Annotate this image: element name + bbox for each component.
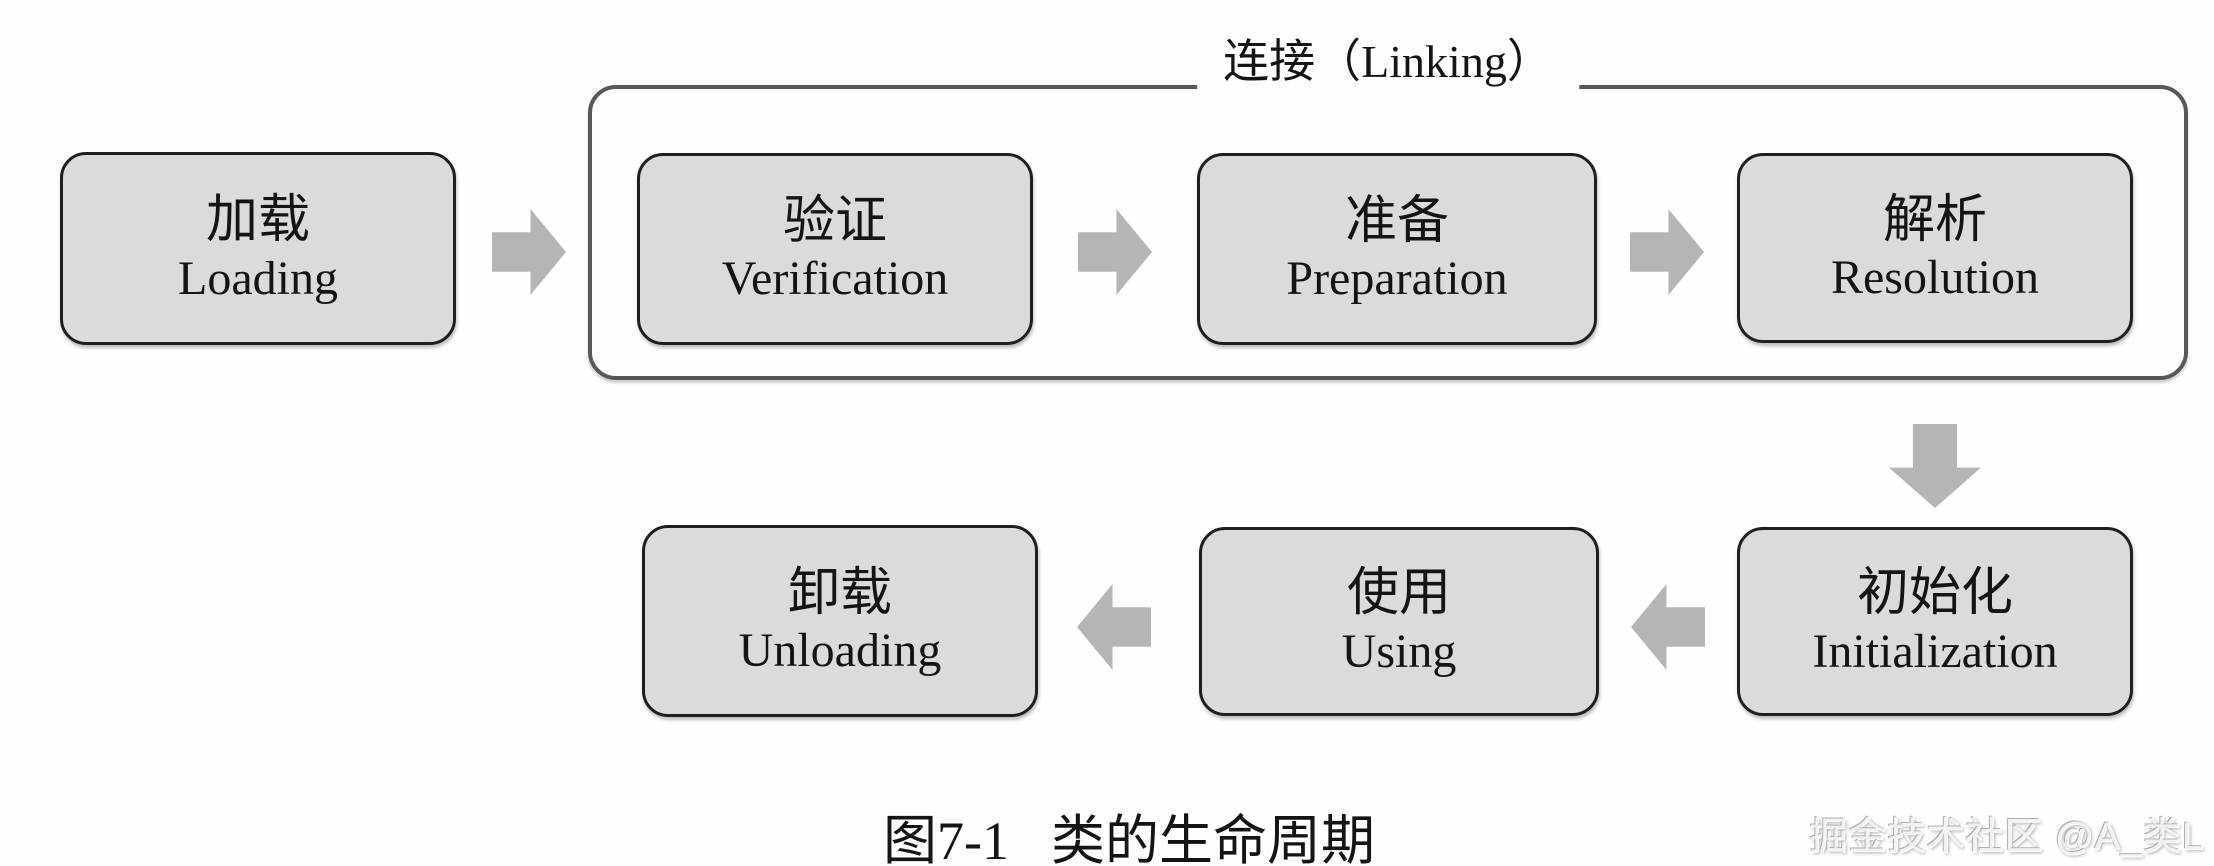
arrow-down-icon [1889, 424, 1981, 508]
stage-verification-label-en: Verification [721, 252, 949, 306]
stage-unloading-label-en: Unloading [738, 624, 942, 678]
stage-initialization-label-zh: 初始化 [1856, 565, 2013, 622]
linking-group: 连接（Linking） [588, 33, 2188, 380]
stage-verification: 验证 Verification [637, 153, 1033, 345]
arrow-right-icon [492, 209, 566, 295]
stage-resolution: 解析 Resolution [1737, 153, 2133, 343]
figure-caption: 图7-1 类的生命周期 [779, 796, 1479, 866]
stage-loading-label-zh: 加载 [205, 192, 310, 249]
stage-unloading: 卸载 Unloading [642, 525, 1038, 717]
stage-unloading-label-zh: 卸载 [787, 564, 892, 622]
stage-using: 使用 Using [1199, 527, 1599, 716]
arrow-left-icon [1631, 584, 1705, 670]
stage-initialization: 初始化 Initialization [1737, 527, 2133, 716]
arrow-left-icon [1077, 584, 1151, 670]
stage-loading: 加载 Loading [60, 152, 456, 345]
linking-group-title: 连接（Linking） [1197, 33, 1579, 91]
stage-using-label-en: Using [1341, 624, 1457, 678]
figure-caption-title: 类的生命周期 [1050, 811, 1375, 866]
figure-caption-number: 图7-1 [883, 811, 1009, 866]
stage-preparation-label-zh: 准备 [1344, 192, 1449, 250]
watermark: 掘金技术社区 @A_类L [1809, 816, 2204, 858]
stage-using-label-zh: 使用 [1346, 565, 1451, 622]
stage-preparation: 准备 Preparation [1197, 153, 1597, 345]
stage-resolution-label-zh: 解析 [1882, 191, 1987, 249]
stage-initialization-label-en: Initialization [1812, 624, 2058, 678]
stage-verification-label-zh: 验证 [782, 192, 887, 250]
stage-loading-label-en: Loading [178, 251, 338, 305]
stage-preparation-label-en: Preparation [1286, 252, 1508, 306]
stage-resolution-label-en: Resolution [1830, 251, 2039, 305]
